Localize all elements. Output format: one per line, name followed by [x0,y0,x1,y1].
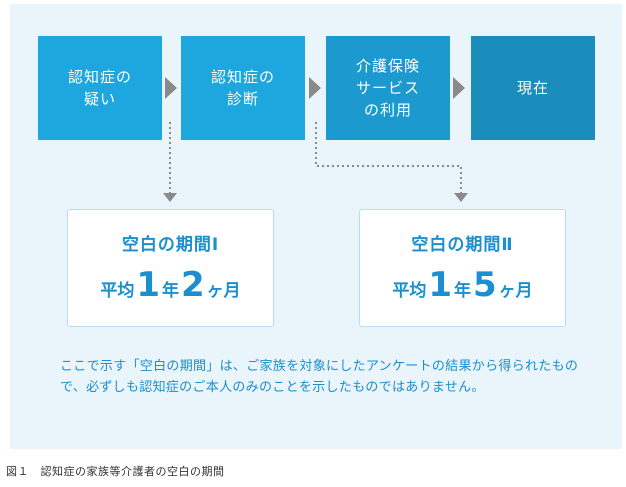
gap-card-2-year-unit: 年 [454,281,471,301]
flow-arrow-1 [165,77,177,99]
connector-1-arrowhead [163,193,177,202]
gap-card-2-prefix: 平均 [392,281,427,301]
step-present: 現在 [471,36,595,140]
step-suspicion: 認知症の 疑い [38,36,162,140]
step-care-service: 介護保険 サービス の利用 [326,36,450,140]
gap-card-1-months: 2 [181,265,205,305]
gap-card-1-year-unit: 年 [162,281,179,301]
gap-card-2-title: 空白の期間Ⅱ [411,235,514,255]
gap-card-1: 空白の期間Ⅰ 平均 1 年 2 ヶ月 [67,209,274,327]
gap-card-1-years: 1 [136,265,160,305]
step-diagnosis: 認知症の 診断 [181,36,305,140]
gap-card-1-average: 平均 1 年 2 ヶ月 [68,265,273,305]
step-suspicion-label: 認知症の 疑い [67,68,132,108]
connector-2 [315,122,462,193]
gap-card-1-prefix: 平均 [100,281,135,301]
figure-caption: 図１ 認知症の家族等介護者の空白の期間 [6,465,225,478]
gap-card-2-months: 5 [473,265,497,305]
connector-2-arrowhead [454,193,468,202]
gap-card-2: 空白の期間Ⅱ 平均 1 年 5 ヶ月 [359,209,566,327]
step-care-service-label: 介護保険 サービス の利用 [355,57,420,119]
gap-card-2-month-unit: ヶ月 [498,281,533,301]
flow-arrow-2 [309,77,321,99]
step-diagnosis-label: 認知症の 診断 [210,68,275,108]
gap-card-1-title: 空白の期間Ⅰ [121,235,220,255]
gap-card-2-average: 平均 1 年 5 ヶ月 [360,265,565,305]
flow-arrow-3 [453,77,465,99]
gap-card-2-years: 1 [428,265,452,305]
explanatory-note: ここで示す「空白の期間」は、ご家族を対象にしたアンケートの結果から得られたもので… [60,359,579,395]
gap-card-1-month-unit: ヶ月 [206,281,241,301]
step-present-label: 現在 [516,79,549,97]
